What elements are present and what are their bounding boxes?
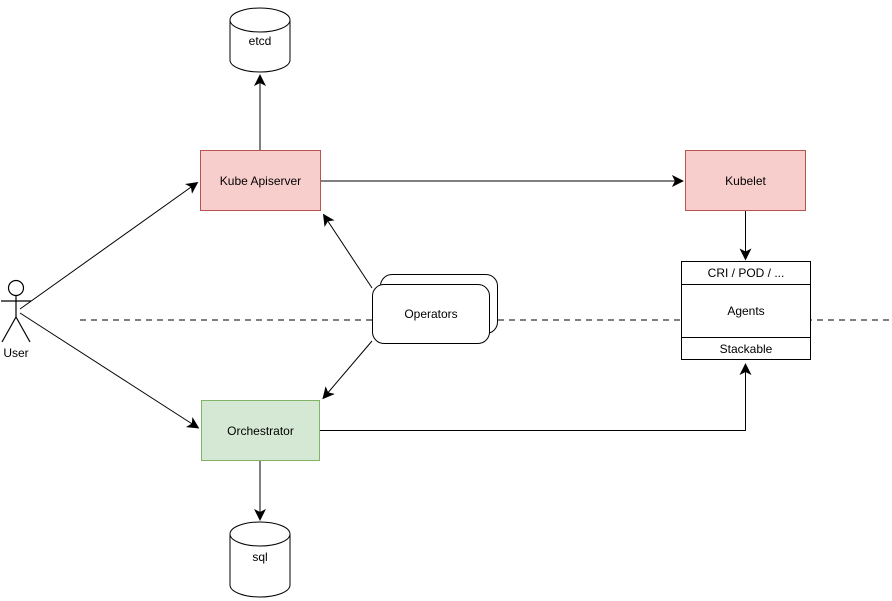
node-etcd-label: etcd bbox=[248, 34, 272, 48]
node-orchestrator-label: Orchestrator bbox=[227, 423, 294, 438]
agents-stack-row-cri-pod[interactable]: CRI / POD / ... bbox=[682, 262, 810, 285]
node-sql-label: sql bbox=[252, 550, 268, 564]
agents-stack-row-stackable-label: Stackable bbox=[719, 341, 773, 356]
node-operators-label: Operators bbox=[404, 307, 458, 321]
node-kubelet-label: Kubelet bbox=[725, 173, 766, 188]
user-actor-shape[interactable] bbox=[1, 279, 31, 343]
node-kube-apiserver[interactable]: Kube Apiserver bbox=[200, 150, 321, 211]
edge-user-to-kube-apiserver bbox=[19, 181, 199, 310]
node-kubelet[interactable]: Kubelet bbox=[685, 150, 806, 211]
edge-operators-to-orchestrator bbox=[322, 340, 373, 400]
actor-legs bbox=[1, 316, 31, 343]
agents-stack-row-agents[interactable]: Agents bbox=[682, 285, 810, 337]
node-user-label: User bbox=[3, 346, 29, 360]
node-operators[interactable]: Operators bbox=[372, 284, 490, 344]
node-orchestrator[interactable]: Orchestrator bbox=[201, 400, 320, 461]
edge-user-to-orchestrator bbox=[19, 312, 200, 429]
edge-operators-to-kube-apiserver bbox=[322, 213, 373, 289]
node-kube-apiserver-label: Kube Apiserver bbox=[219, 173, 302, 188]
actor-head bbox=[7, 279, 25, 297]
etcd-cylinder-shape[interactable] bbox=[229, 7, 291, 73]
sql-cylinder-shape[interactable] bbox=[229, 521, 291, 598]
agents-stack-row-cri-pod-label: CRI / POD / ... bbox=[707, 266, 785, 280]
node-agents-stack[interactable]: CRI / POD / ... Agents Stackable bbox=[681, 261, 811, 360]
agents-stack-row-stackable[interactable]: Stackable bbox=[682, 337, 810, 359]
agents-stack-row-agents-label: Agents bbox=[727, 304, 765, 318]
edge-orchestrator-to-stackable bbox=[320, 363, 752, 431]
